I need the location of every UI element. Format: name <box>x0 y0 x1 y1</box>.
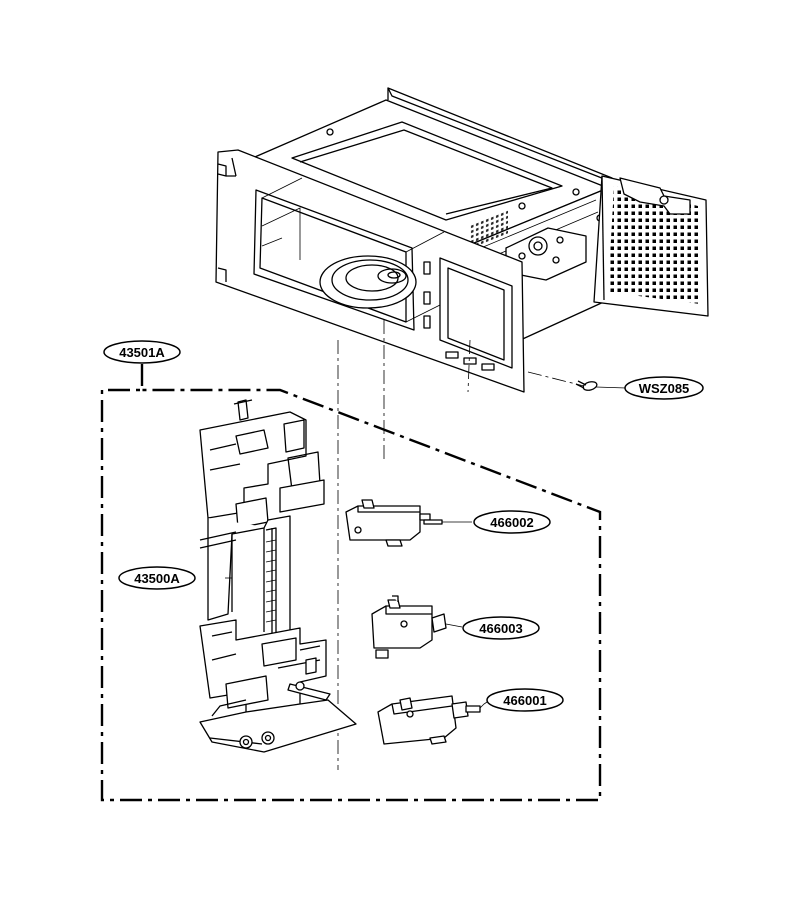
alignment-lines <box>337 320 585 770</box>
svg-text:WSZ085: WSZ085 <box>639 381 690 396</box>
assembly-group-boundary <box>100 364 602 802</box>
svg-text:466003: 466003 <box>479 621 522 636</box>
switch-466003 <box>371 595 447 659</box>
part-label-switch-top: 466002 <box>473 510 551 534</box>
switch-466002 <box>345 499 443 547</box>
svg-text:43501A: 43501A <box>119 345 165 360</box>
svg-text:466001: 466001 <box>503 693 546 708</box>
part-label-assembly: 43501A <box>103 340 181 364</box>
part-label-screw: WSZ085 <box>624 376 704 400</box>
part-label-bracket: 43500A <box>118 566 196 590</box>
screw-wsz085 <box>575 380 627 391</box>
svg-text:43500A: 43500A <box>134 571 180 586</box>
latch-bracket <box>199 399 357 753</box>
switch-466001 <box>377 695 481 745</box>
svg-text:466002: 466002 <box>490 515 533 530</box>
part-label-switch-middle: 466003 <box>462 616 540 640</box>
microwave-cavity <box>215 87 709 393</box>
part-label-switch-bottom: 466001 <box>486 688 564 712</box>
